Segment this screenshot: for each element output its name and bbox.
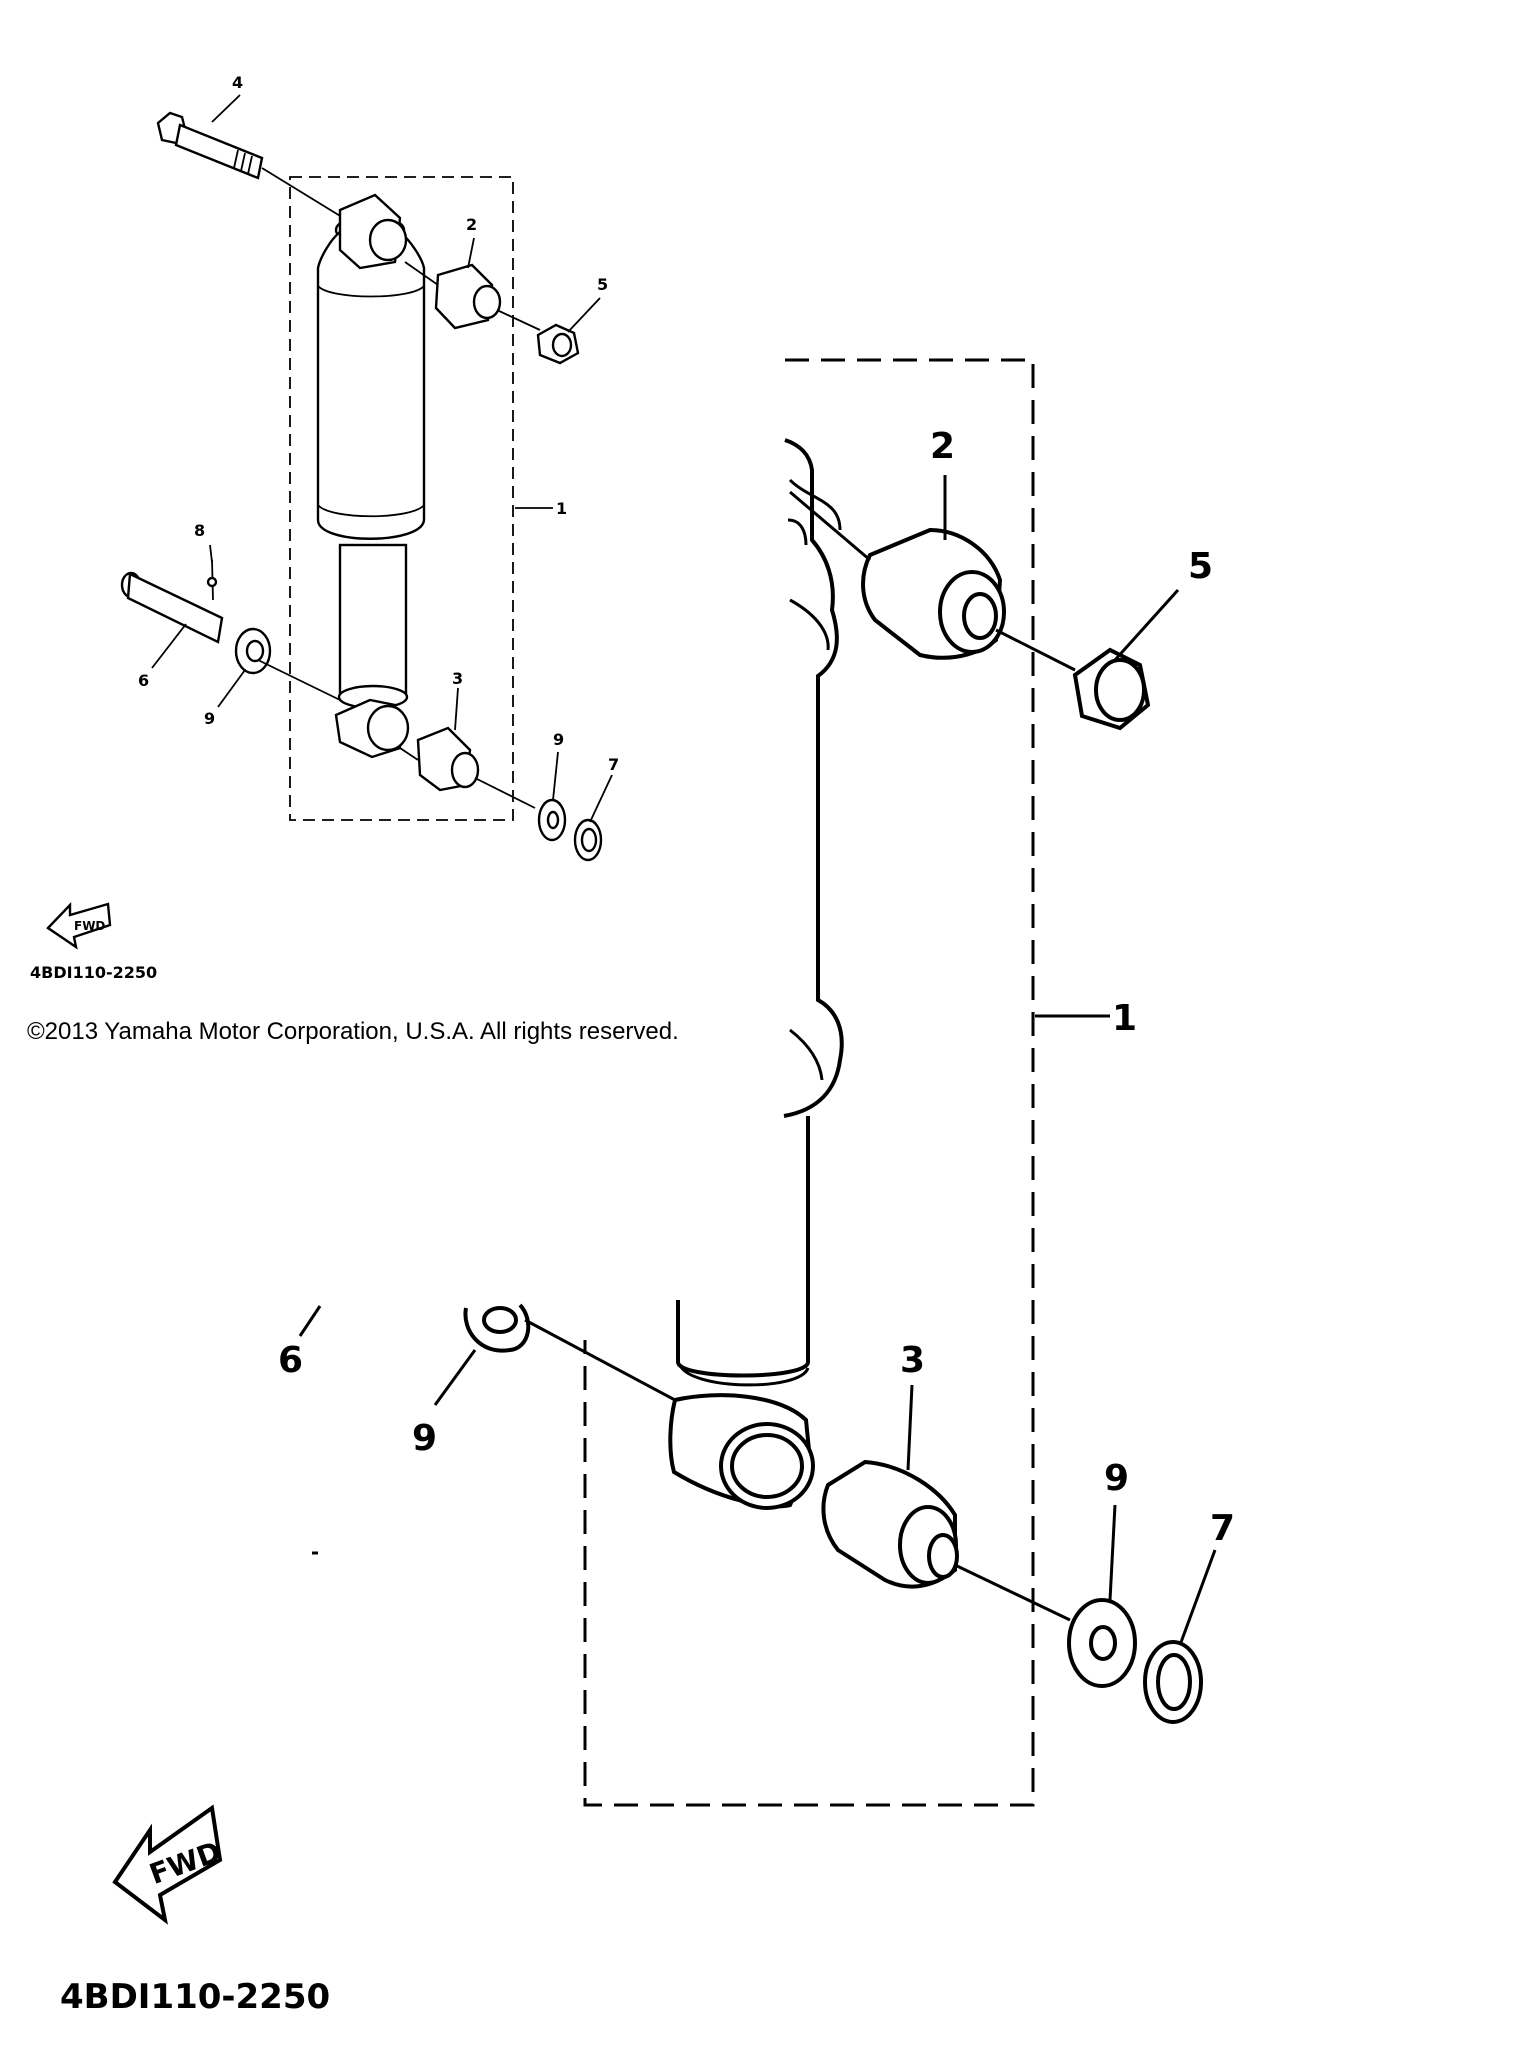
overview-part-code: 4BDI110-2250 [30,963,157,982]
overview-fwd-arrow: FWD [46,902,112,950]
label-6: 6 [278,1340,303,1381]
part-code: 4BDI110-2250 [60,1977,330,2017]
label-2: 2 [930,426,955,467]
overview-label-1: 1 [556,499,567,518]
overview-pin-6 [120,559,224,644]
collar-2 [789,490,1076,672]
overview-label-3: 3 [452,669,463,688]
overview-label-5: 5 [597,275,608,294]
washer-7 [1143,1640,1203,1724]
overview-nut-5 [536,323,580,365]
overview-label-4: 4 [232,73,243,92]
label-5: 5 [1188,546,1213,587]
washer-9-left [463,1303,676,1402]
nut-5 [1072,647,1151,731]
overview-assembly-box [289,176,514,821]
fwd-arrow: FWD [112,1804,225,1925]
overview-label-7: 7 [608,755,619,774]
label-9-left: 9 [412,1418,437,1459]
overview-washer-9-left [234,627,341,701]
overview-label-9-left: 9 [204,709,215,728]
overview-collar-2 [404,261,541,331]
overview-label-8: 8 [194,521,205,540]
overview-collar-3 [399,726,536,809]
overview-bolt [156,111,351,223]
svg-text:FWD: FWD [74,919,105,933]
label-3: 3 [900,1340,925,1381]
overview-label-6: 6 [138,671,149,690]
label-7: 7 [1210,1508,1235,1549]
assembly-box [583,358,1035,1807]
enlarged-diagram: 2 5 1 6 9 3 9 7 FWD 4BDI110-2250 [60,358,1235,2017]
overview-shock [316,193,426,759]
label-1: 1 [1112,998,1137,1039]
overview-label-2: 2 [466,215,477,234]
washer-9-right [1067,1598,1137,1688]
label-9-right: 9 [1104,1458,1129,1499]
overview-label-9-right: 9 [553,730,564,749]
overview-washer-9-right [537,798,567,842]
shock-absorber [668,438,844,1510]
collar-3 [821,1459,1071,1622]
copyright-notice: ©2013 Yamaha Motor Corporation, U.S.A. A… [27,1018,679,1045]
overview-washer-7 [573,818,603,862]
overview-diagram: 4 2 5 1 8 6 9 3 9 7 FWD 4BDI110-2250 [30,73,619,982]
